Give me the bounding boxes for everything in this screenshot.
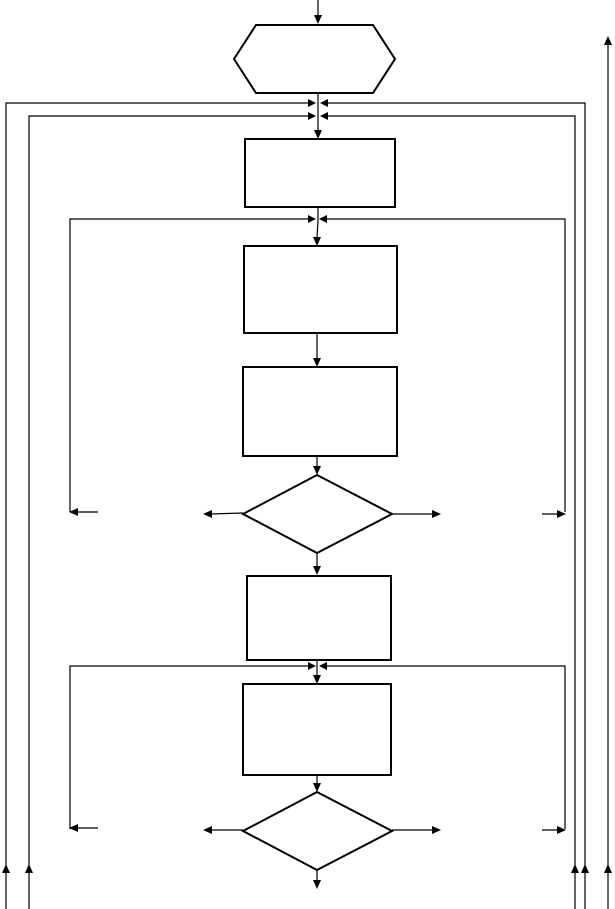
arrow-right-loopB-stub xyxy=(557,826,566,834)
arrow-down-box1 xyxy=(314,130,322,139)
decision1-diamond xyxy=(240,473,395,555)
arrow-down-box5 xyxy=(313,675,321,684)
arrow-left-loopB-stub xyxy=(69,824,78,832)
connectors xyxy=(5,0,609,909)
node-decision2 xyxy=(240,790,395,872)
decision2-diamond xyxy=(240,790,395,872)
box2-rectangle xyxy=(243,245,398,334)
node-start xyxy=(232,24,397,94)
arrow-left-loopB xyxy=(319,662,327,670)
box3-rectangle xyxy=(242,366,398,457)
node-box5 xyxy=(242,683,392,776)
arrow-left-loopA-stub xyxy=(69,508,78,516)
inner-loop-right xyxy=(323,115,576,909)
arrow-left-decision1 xyxy=(203,510,212,518)
node-box3 xyxy=(242,366,398,457)
arrow-up-outer-left xyxy=(2,864,10,873)
arrow-right-loopB xyxy=(308,662,316,670)
arrow-down-decision2 xyxy=(313,783,321,792)
arrow-up-far-right-top xyxy=(604,36,612,45)
arrow-right-decision1 xyxy=(432,510,441,518)
arrow-right-loopA xyxy=(308,215,316,223)
decision1-left-branch xyxy=(209,512,244,515)
inner-loop-left xyxy=(28,115,313,909)
node-box2 xyxy=(243,245,398,334)
arrowheads xyxy=(2,15,612,889)
start-hexagon xyxy=(232,24,397,94)
outer-loop-right xyxy=(323,102,586,909)
node-box4 xyxy=(246,575,392,661)
arrow-up-far-right-bottom xyxy=(604,864,612,873)
box4-rectangle xyxy=(246,575,392,661)
loopA-left xyxy=(69,218,312,512)
arrow-right-decision2 xyxy=(432,826,441,834)
outer-loop-left xyxy=(5,102,313,909)
arrow-right-inner xyxy=(308,112,316,120)
arrow-left-loopA xyxy=(319,215,327,223)
arrow-down-decision1 xyxy=(313,466,321,475)
arrow-left-outer xyxy=(320,99,328,107)
arrow-right-loopA-stub xyxy=(557,510,566,518)
node-decision1 xyxy=(240,473,395,555)
arrow-left-decision2 xyxy=(203,826,212,834)
arrow-right-outer xyxy=(308,99,316,107)
arrow-down-box3 xyxy=(313,358,321,367)
loopB-right xyxy=(323,665,566,829)
box1-rectangle xyxy=(244,138,396,208)
arrow-down-entry xyxy=(314,15,322,24)
box1-to-box2-line xyxy=(316,207,319,239)
arrow-up-outer-right xyxy=(581,864,589,873)
arrow-up-inner-left xyxy=(25,864,33,873)
box5-rectangle xyxy=(242,683,392,776)
arrow-left-inner xyxy=(320,112,328,120)
arrow-down-box4 xyxy=(313,566,321,575)
loopA-right xyxy=(323,218,566,512)
loopB-left xyxy=(69,665,312,829)
arrow-down-box2 xyxy=(313,237,321,246)
arrow-down-exit xyxy=(313,880,321,889)
node-box1 xyxy=(244,138,396,208)
arrow-up-inner-right xyxy=(571,864,579,873)
